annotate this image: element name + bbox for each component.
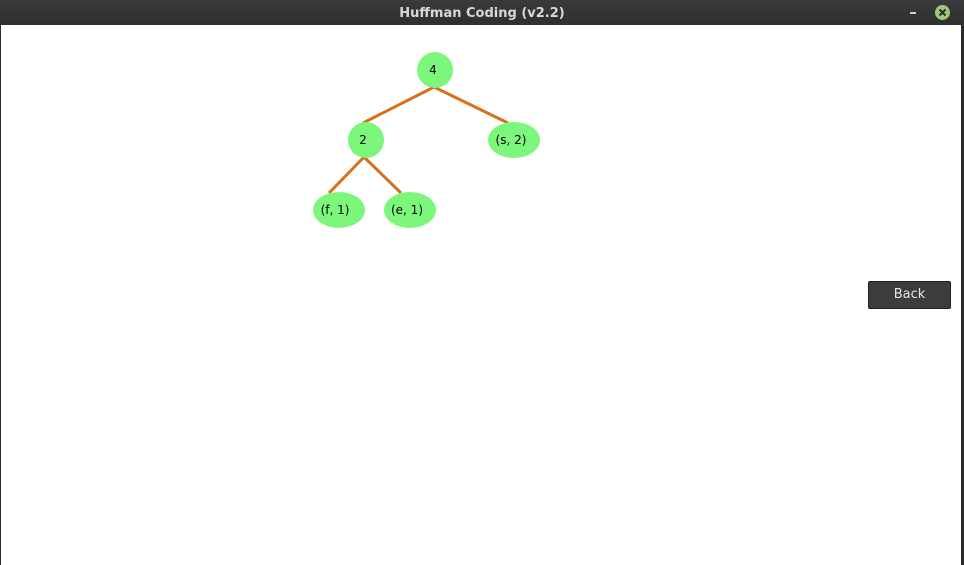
minimize-icon[interactable] <box>905 3 923 21</box>
tree-node-root: 4 <box>417 52 453 88</box>
huffman-tree: 4 2 (s, 2) (f, 1) (e, 1) <box>313 52 540 228</box>
node-label-f1: (f, 1) <box>321 203 350 217</box>
window-title: Huffman Coding (v2.2) <box>399 6 565 21</box>
tree-node-s2: (s, 2) <box>488 122 540 158</box>
node-label-root: 4 <box>429 63 437 77</box>
close-icon[interactable] <box>935 5 950 20</box>
node-label-e1: (e, 1) <box>391 203 423 217</box>
canvas-area: 4 2 (s, 2) (f, 1) (e, 1) Back <box>1 25 961 565</box>
back-button[interactable]: Back <box>868 281 951 309</box>
edge-n2-e1 <box>362 155 403 195</box>
node-label-n2: 2 <box>359 133 367 147</box>
node-label-s2: (s, 2) <box>496 133 527 147</box>
edge-root-n2 <box>362 85 435 125</box>
tree-node-n2: 2 <box>348 122 384 158</box>
edge-root-s2 <box>433 85 509 125</box>
tree-node-e1: (e, 1) <box>384 192 436 228</box>
minimize-bar <box>910 12 916 14</box>
edge-n2-f1 <box>327 155 366 195</box>
title-bar[interactable]: Huffman Coding (v2.2) <box>0 0 964 25</box>
tree-node-f1: (f, 1) <box>313 192 365 228</box>
